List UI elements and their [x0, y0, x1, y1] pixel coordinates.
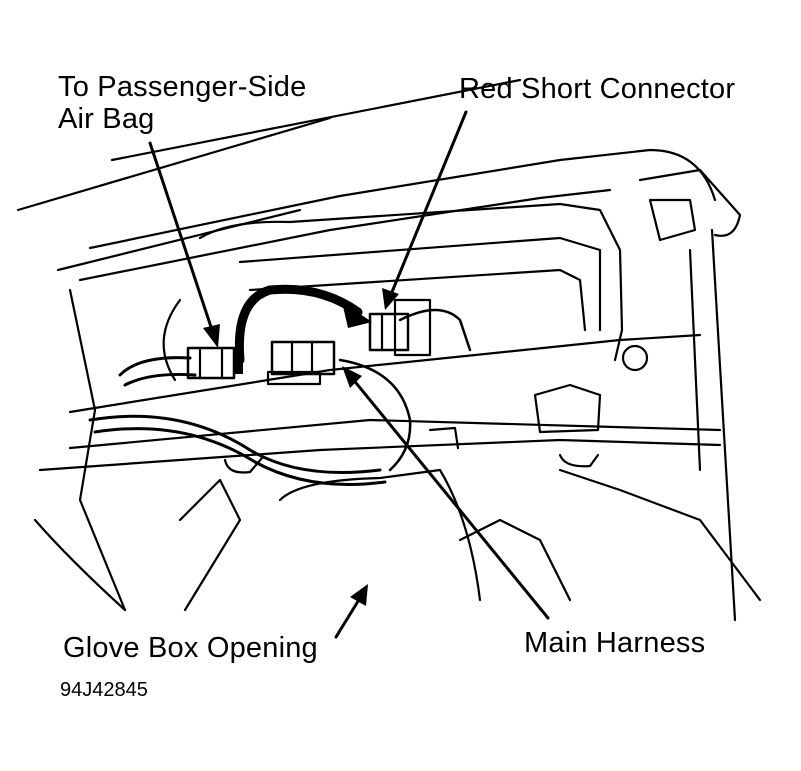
harness-arc-arrowhead	[342, 302, 372, 328]
harness-loop	[338, 358, 412, 472]
left-panel-edge	[68, 288, 127, 612]
leader-glove-box-arrowhead	[350, 584, 368, 606]
figure-id: 94J42845	[60, 679, 148, 701]
crossmember-lower	[38, 438, 722, 472]
harness-wire-down	[88, 414, 382, 474]
harness-wire-left	[118, 356, 192, 377]
duct-housing-lower	[248, 268, 587, 332]
duct-bracket-2	[648, 198, 697, 242]
label-passenger-airbag-line2: Air Bag	[58, 103, 155, 135]
duct-vertical-right-2	[688, 248, 702, 472]
glove-box-inner	[458, 518, 572, 602]
duct-bracket	[638, 168, 742, 237]
left-panel-edge-2	[33, 518, 127, 612]
dash-outline-upper-2	[110, 78, 522, 162]
harness-wire-left-2	[123, 372, 197, 387]
panel-top-edge	[88, 148, 717, 250]
crossmember-tab	[533, 383, 602, 434]
panel-bolt	[621, 344, 649, 372]
right-lower-panel	[558, 468, 762, 602]
duct-vertical-right	[710, 228, 737, 622]
dash-outline-upper	[16, 116, 332, 212]
panel-top-edge-inner	[78, 188, 612, 282]
glove-box-opening-outline	[278, 468, 482, 602]
red-short-connector-mount	[393, 298, 432, 357]
left-panel-circle	[162, 298, 182, 382]
leader-red-short	[390, 110, 468, 294]
leader-airbag-arrowhead	[203, 324, 220, 348]
connector-clip	[266, 370, 322, 386]
duct-housing	[198, 202, 624, 362]
dash-outline-lower	[56, 208, 302, 272]
left-support	[178, 478, 242, 612]
lower-bracket-loop	[223, 456, 264, 474]
leader-airbag	[148, 141, 214, 332]
duct-housing-inner	[238, 236, 602, 332]
harness-arc-bundle-inner	[250, 298, 287, 342]
leader-glove-box	[334, 596, 362, 639]
airbag-connector-dark-band	[233, 354, 243, 374]
label-glove-box-opening: Glove Box Opening	[63, 632, 318, 664]
crossmember-bottom	[68, 418, 722, 450]
label-passenger-airbag-line1: To Passenger-Side	[58, 71, 307, 103]
label-main-harness: Main Harness	[524, 627, 706, 659]
main-harness-connector	[270, 340, 336, 376]
label-passenger-airbag: To Passenger-Side Air Bag	[58, 71, 306, 135]
harness-wire-down-2	[93, 427, 387, 486]
red-short-connector-body	[368, 312, 410, 352]
leader-main-harness-arrowhead	[342, 366, 362, 388]
label-red-short-connector: Red Short Connector	[459, 73, 736, 105]
crossmember-tab-2	[428, 426, 460, 450]
leader-red-short-arrowhead	[382, 288, 399, 310]
crossmember-top	[68, 333, 702, 414]
harness-arc-bundle	[234, 284, 363, 365]
harness-wire-right	[398, 308, 472, 352]
lower-bracket-loop-2	[558, 453, 600, 468]
leader-main-harness	[350, 376, 550, 620]
